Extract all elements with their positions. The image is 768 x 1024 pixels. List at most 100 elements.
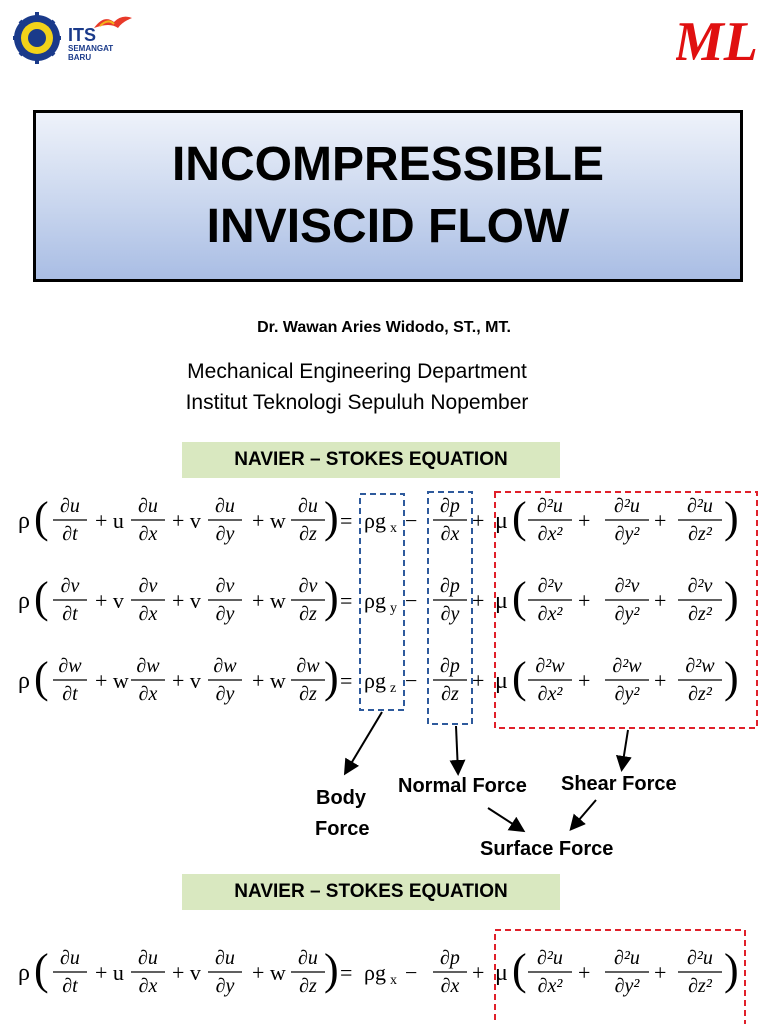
svg-text:∂u: ∂u [215, 947, 235, 969]
svg-text:∂²u: ∂²u [537, 495, 563, 517]
svg-text:ρ: ρ [18, 668, 30, 694]
svg-text:): ) [724, 653, 739, 702]
svg-text:∂u: ∂u [298, 495, 318, 517]
section-banner-2: NAVIER – STOKES EQUATION [182, 874, 560, 910]
svg-text:∂t: ∂t [62, 975, 78, 997]
svg-text:∂t: ∂t [62, 603, 78, 625]
svg-text:∂p: ∂p [440, 495, 460, 517]
svg-text:+: + [472, 508, 484, 533]
svg-text:∂²w: ∂²w [685, 655, 715, 677]
svg-text:∂w: ∂w [213, 655, 237, 677]
svg-text:∂²v: ∂²v [538, 575, 563, 597]
svg-text:∂y: ∂y [441, 603, 460, 625]
svg-text:y: y [390, 601, 397, 616]
its-logo-text: ITS [68, 25, 97, 45]
svg-text:∂w: ∂w [58, 655, 82, 677]
svg-text:+: + [654, 508, 666, 533]
svg-text:+: + [472, 960, 484, 985]
svg-text:∂u: ∂u [298, 947, 318, 969]
svg-text:∂z: ∂z [299, 683, 317, 705]
svg-text:∂u: ∂u [60, 947, 80, 969]
svg-text:=: = [340, 508, 352, 533]
svg-text:−: − [405, 668, 417, 693]
svg-text:∂z²: ∂z² [688, 603, 713, 625]
ml-logo-icon: ML [676, 11, 756, 68]
svg-text:+ v: + v [95, 588, 124, 613]
svg-text:∂y²: ∂y² [615, 523, 641, 545]
svg-text:ρg: ρg [364, 588, 386, 613]
its-logo-tagline-1: SEMANGAT [68, 44, 114, 53]
normal-force-arrow [449, 725, 466, 776]
svg-text:∂t: ∂t [62, 523, 78, 545]
author-name: Dr. Wawan Aries Widodo, ST., MT. [257, 319, 511, 336]
svg-text:∂x: ∂x [139, 683, 158, 705]
svg-text:(: ( [512, 945, 527, 994]
svg-text:μ: μ [495, 588, 508, 614]
svg-text:+ w: + w [252, 508, 286, 533]
svg-text:+ w: + w [252, 668, 286, 693]
svg-text:+ u: + u [95, 960, 124, 985]
svg-text:∂u: ∂u [60, 495, 80, 517]
svg-text:∂v: ∂v [299, 575, 318, 597]
surface-force-label: Surface Force [480, 838, 614, 860]
its-semangat-baru-logo: ITS SEMANGAT BARU [68, 26, 138, 62]
svg-text:∂z²: ∂z² [688, 975, 713, 997]
svg-text:∂x²: ∂x² [538, 975, 564, 997]
its-logo-icon [13, 12, 61, 64]
svg-text:∂x: ∂x [441, 523, 460, 545]
svg-text:∂y²: ∂y² [615, 603, 641, 625]
svg-text:): ) [724, 493, 739, 542]
svg-text:(: ( [512, 493, 527, 542]
svg-text:(: ( [34, 945, 49, 994]
svg-text:∂²u: ∂²u [614, 495, 640, 517]
svg-text:+: + [472, 588, 484, 613]
svg-text:+ w: + w [252, 960, 286, 985]
surface-force-arrows [487, 799, 597, 833]
svg-text:(: ( [512, 573, 527, 622]
svg-text:∂p: ∂p [440, 947, 460, 969]
svg-text:∂v: ∂v [216, 575, 235, 597]
svg-text:∂u: ∂u [138, 495, 158, 517]
title-line-2: INVISCID FLOW [206, 200, 570, 253]
svg-text:μ: μ [495, 960, 508, 986]
force-annotations [343, 491, 758, 776]
svg-text:∂x: ∂x [139, 523, 158, 545]
svg-text:∂y: ∂y [216, 603, 235, 625]
svg-text:∂²u: ∂²u [687, 495, 713, 517]
svg-text:ρ: ρ [18, 508, 30, 534]
svg-text:(: ( [34, 573, 49, 622]
svg-text:+ v: + v [172, 668, 201, 693]
svg-text:∂w: ∂w [296, 655, 320, 677]
title-box: INCOMPRESSIBLE INVISCID FLOW [33, 110, 743, 282]
svg-text:=: = [340, 960, 352, 985]
title-line-1: INCOMPRESSIBLE [171, 138, 605, 191]
svg-text:(: ( [34, 653, 49, 702]
svg-text:ρg: ρg [364, 960, 386, 985]
svg-text:+ w: + w [95, 668, 129, 693]
svg-text:∂z: ∂z [299, 523, 317, 545]
svg-text:): ) [324, 653, 339, 702]
svg-text:∂x²: ∂x² [538, 683, 564, 705]
svg-text:(: ( [512, 653, 527, 702]
svg-text:+: + [578, 960, 590, 985]
section-banner-1: NAVIER – STOKES EQUATION [182, 442, 560, 478]
svg-text:∂z²: ∂z² [688, 523, 713, 545]
svg-text:∂y: ∂y [216, 523, 235, 545]
svg-text:+: + [654, 588, 666, 613]
svg-text:∂x: ∂x [441, 975, 460, 997]
svg-text:∂²w: ∂²w [612, 655, 642, 677]
shear-force-label: Shear Force [561, 773, 677, 795]
svg-text:ρ: ρ [18, 960, 30, 986]
svg-text:): ) [324, 945, 339, 994]
shear-force-box-2 [494, 929, 746, 1024]
svg-text:+: + [654, 668, 666, 693]
svg-text:∂y: ∂y [216, 975, 235, 997]
svg-text:∂z: ∂z [441, 683, 459, 705]
svg-text:ρg: ρg [364, 668, 386, 693]
svg-text:z: z [390, 681, 396, 696]
body-force-label-1: Body [316, 787, 366, 809]
svg-text:∂²v: ∂²v [688, 575, 713, 597]
body-force-box [359, 493, 405, 711]
svg-text:−: − [405, 588, 417, 613]
svg-text:∂²u: ∂²u [537, 947, 563, 969]
